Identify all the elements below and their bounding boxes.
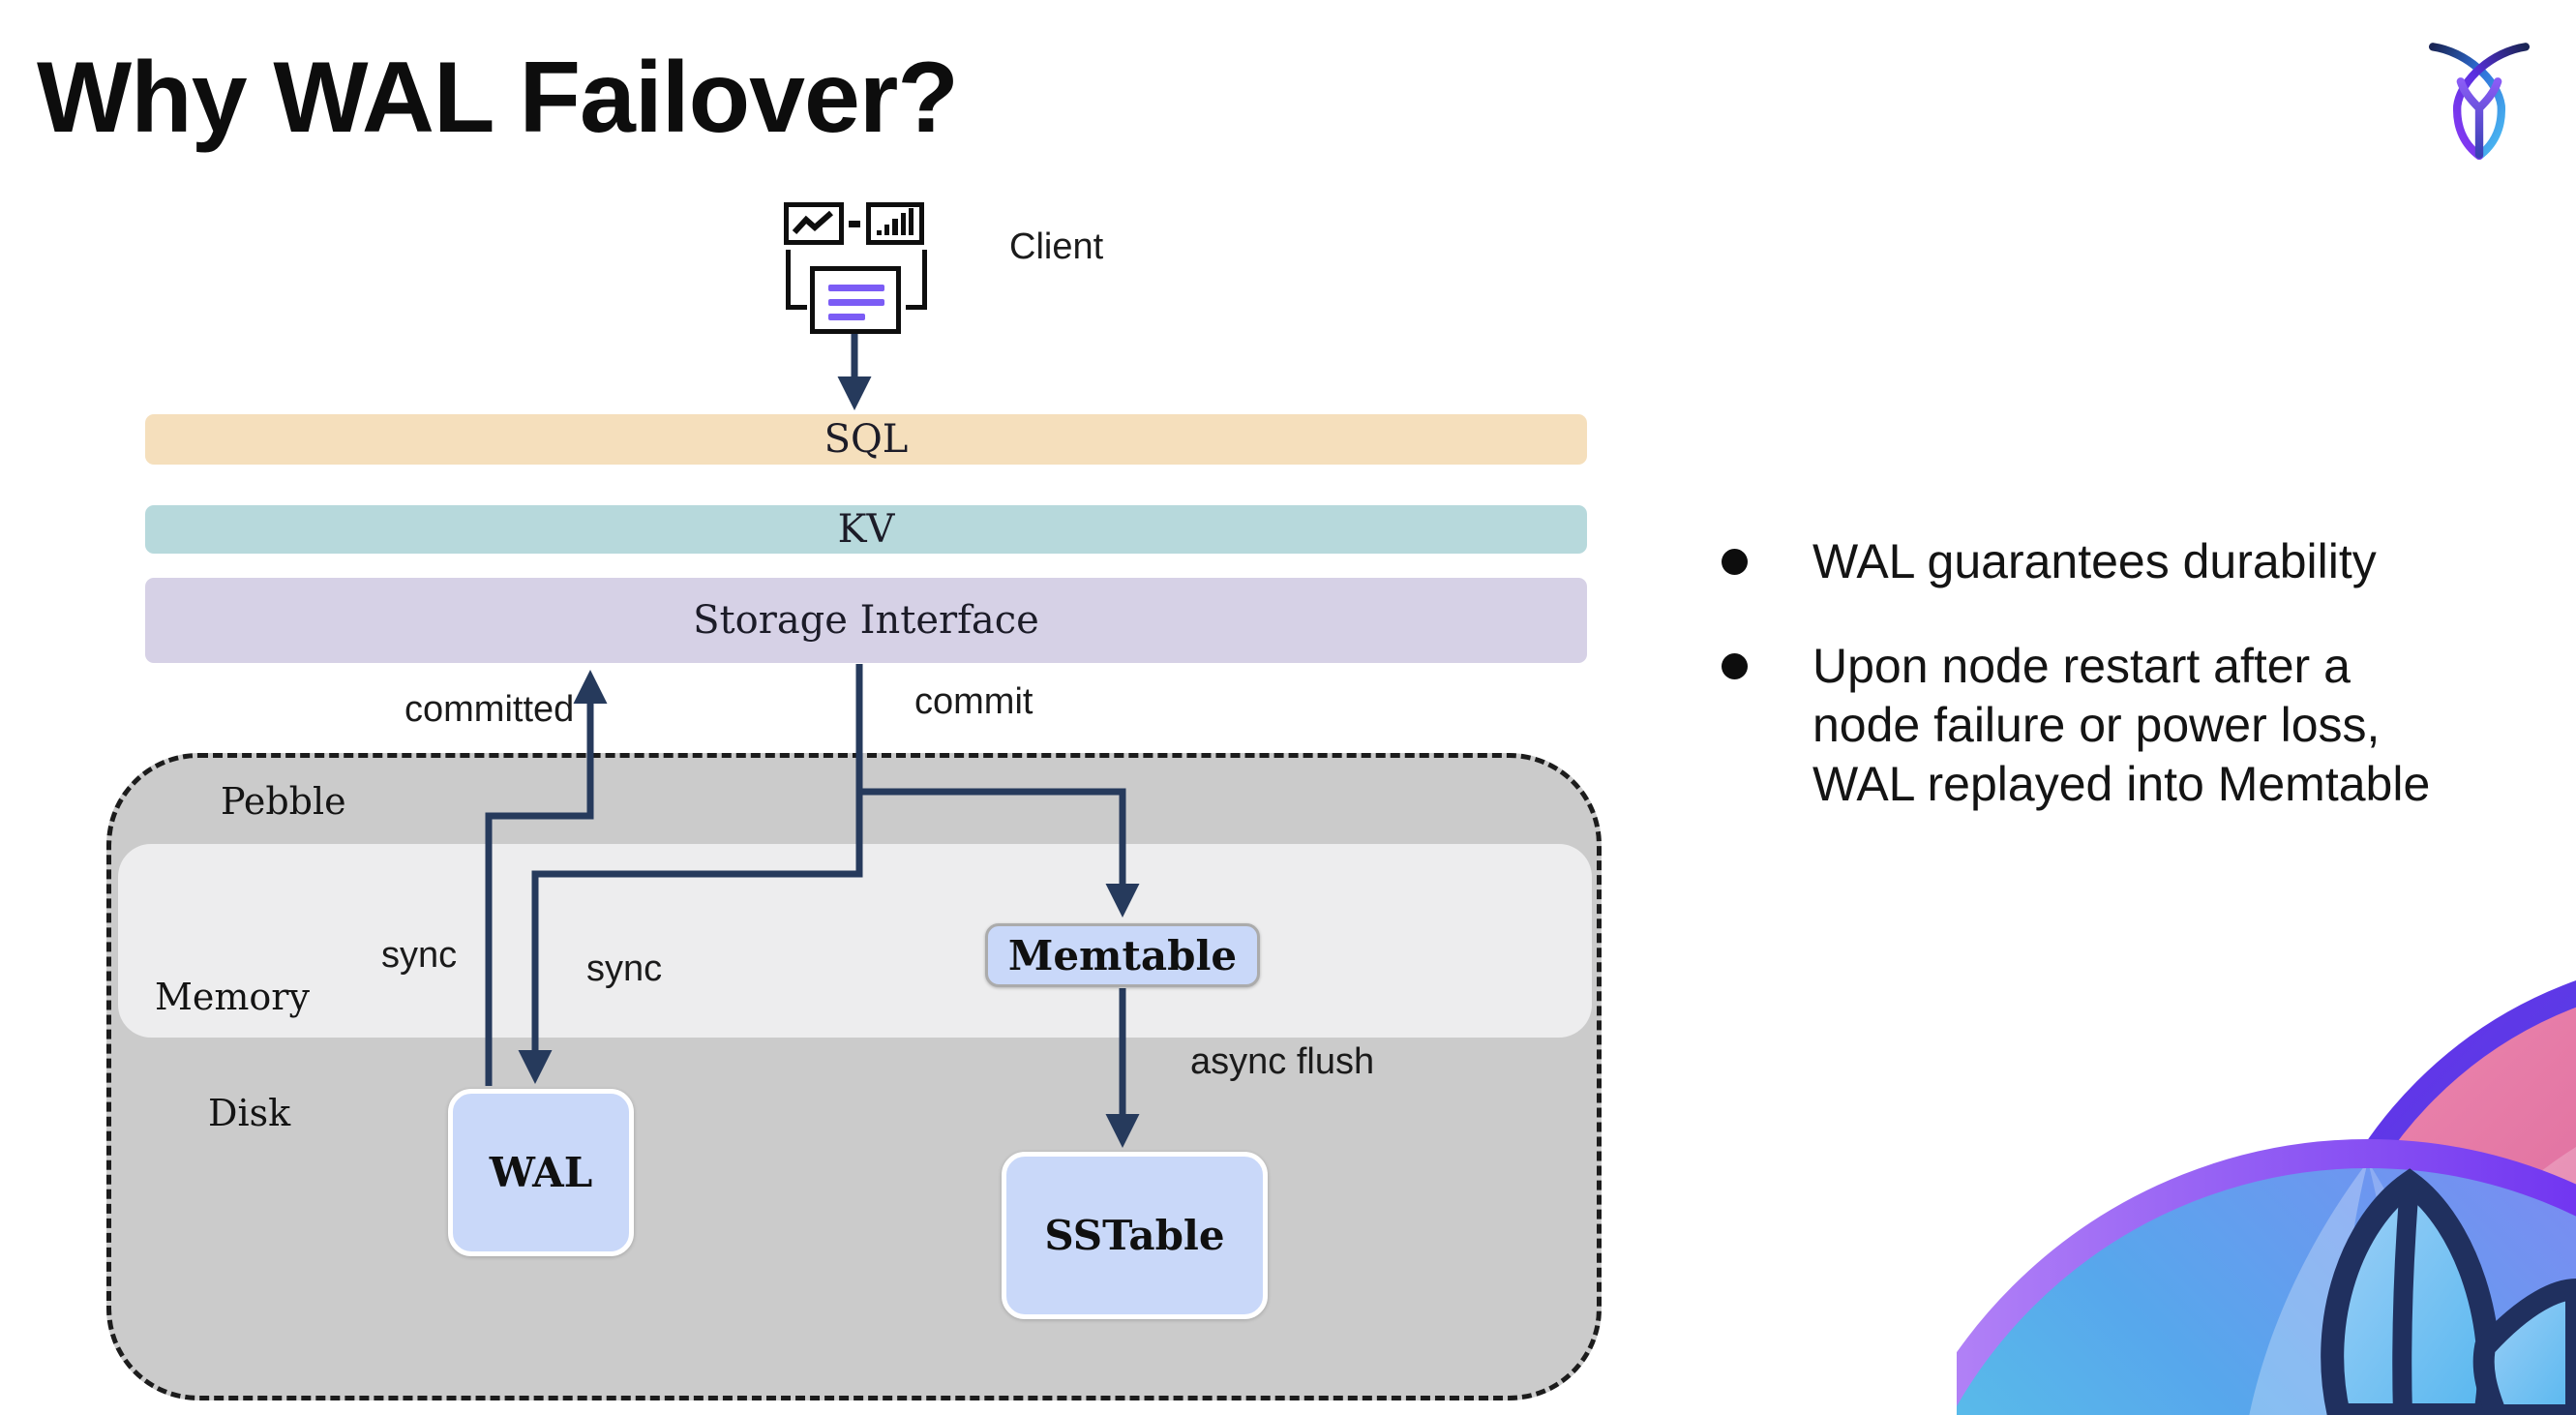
bullet-line: node failure or power loss, [1812,698,2381,752]
bar-chart-icon [866,202,924,245]
wal-node: WAL [448,1089,634,1256]
bullet-line: Upon node restart after a [1812,639,2351,693]
document-screen-icon [810,266,901,334]
memory-label: Memory [155,976,310,1018]
bracket-right [906,250,927,310]
commit-edge-label: commit [914,681,1033,722]
bracket-left [786,250,807,310]
disk-label: Disk [208,1092,291,1134]
memtable-node: Memtable [985,923,1260,987]
storage-interface-label: Storage Interface [693,598,1039,643]
bullet-line: WAL replayed into Memtable [1812,757,2431,811]
sstable-node: SSTable [1002,1152,1268,1319]
bullet-list: WAL guarantees durability Upon node rest… [1679,532,2550,859]
bullet-line: WAL guarantees durability [1812,534,2377,588]
bullet-item: WAL guarantees durability [1679,532,2550,591]
sstable-node-label: SSTable [1044,1212,1225,1259]
client-icon [784,196,929,334]
kv-layer-label: KV [837,507,895,552]
memory-region [118,844,1592,1038]
kv-layer-bar: KV [145,505,1587,554]
sync-edge-label-left: sync [381,935,458,976]
cockroachdb-logo-icon [2428,43,2531,161]
sync-edge-label-right: sync [586,948,663,989]
client-label: Client [1009,226,1104,267]
brand-decoration-graphic [1957,980,2576,1415]
storage-interface-layer-bar: Storage Interface [145,578,1587,663]
sql-layer-bar: SQL [145,414,1587,465]
dash-connector [849,221,860,227]
wal-node-label: WAL [489,1149,593,1196]
async-flush-edge-label: async flush [1190,1041,1375,1082]
line-chart-icon [784,202,844,245]
page-title: Why WAL Failover? [37,42,959,154]
pebble-label: Pebble [221,780,346,823]
sql-layer-label: SQL [824,417,909,462]
bullet-item: Upon node restart after a node failure o… [1679,637,2550,814]
committed-edge-label: committed [404,689,575,730]
memtable-node-label: Memtable [1007,931,1238,979]
